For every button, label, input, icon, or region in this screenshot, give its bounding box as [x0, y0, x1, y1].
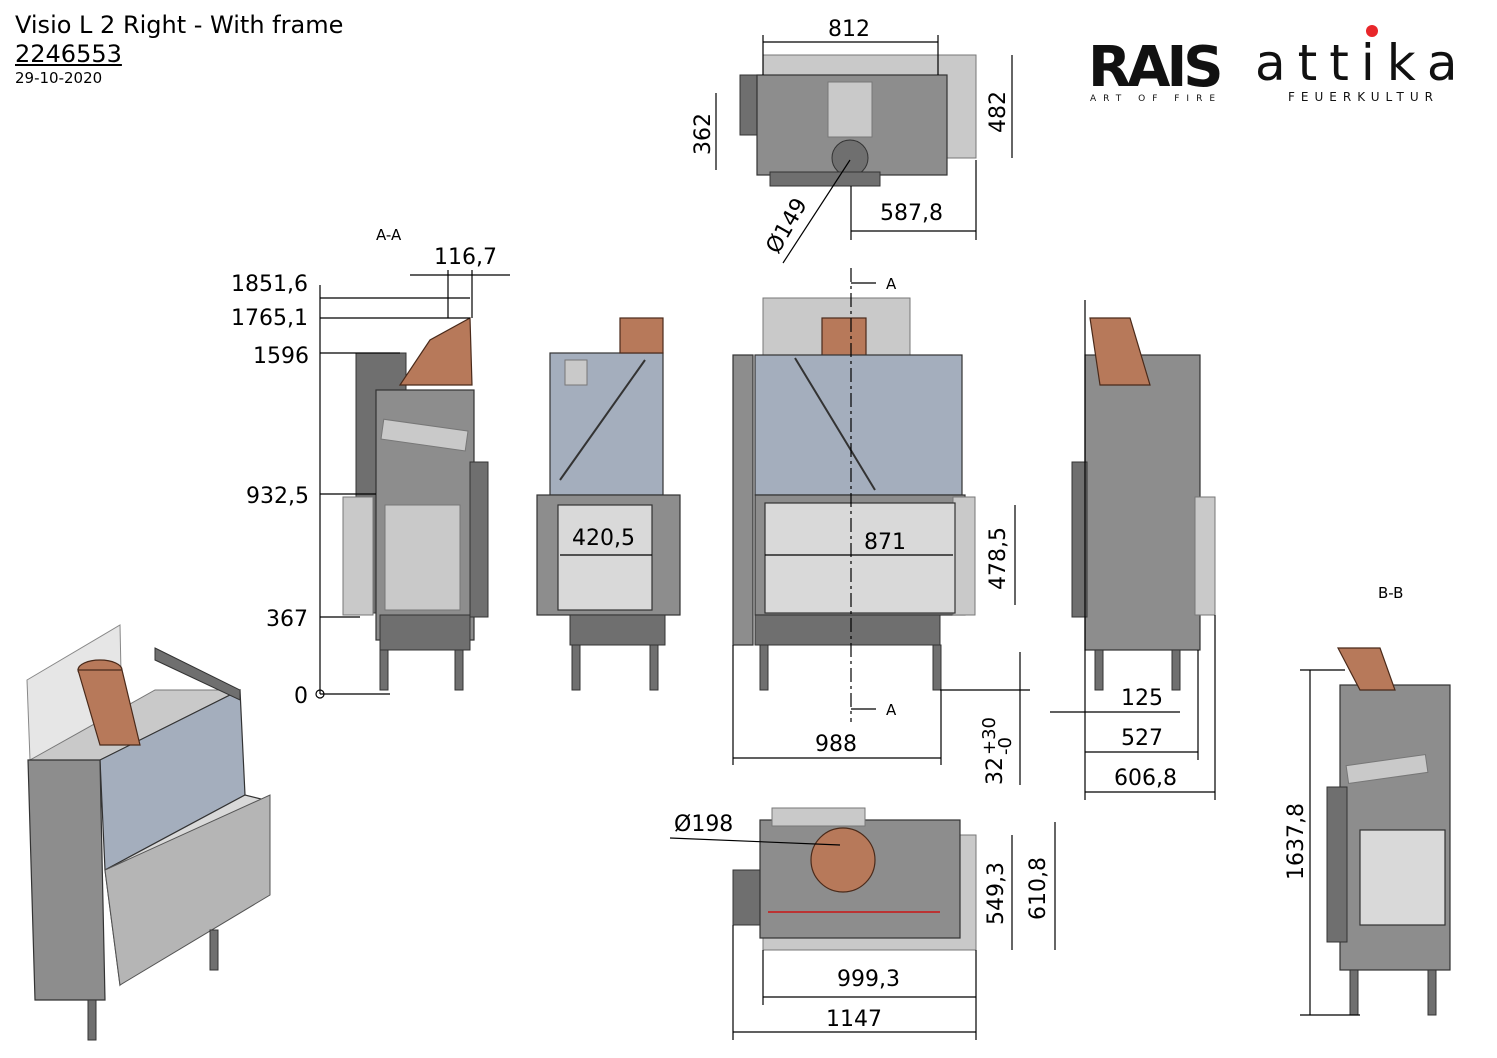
top-view	[715, 35, 1013, 264]
dim-top-side: 362	[691, 113, 716, 155]
dim-bottom-width1: 999,3	[837, 967, 900, 992]
dim-top-depth: 482	[986, 91, 1011, 133]
section-aa-label: A-A	[376, 226, 402, 244]
dim-window-height: 478,5	[986, 527, 1011, 590]
dim-leg-tolerance: +30-0	[979, 717, 1016, 755]
dim-height-932: 932,5	[246, 484, 309, 509]
dim-bottom-depth1: 549,3	[984, 862, 1009, 925]
dim-aa-offset: 116,7	[434, 245, 497, 270]
dim-side-125: 125	[1121, 686, 1163, 711]
bottom-view	[669, 807, 1056, 1040]
dim-left-window: 420,5	[572, 526, 635, 551]
drawing-number: 2246553	[15, 40, 122, 68]
dim-flue-149: Ø149	[762, 194, 813, 258]
dim-bottom-depth2: 610,8	[1026, 857, 1051, 920]
rais-attika-logo: RAIS attika ART OF FIRE FEUERKULTUR	[1088, 25, 1469, 104]
section-aa-view	[315, 270, 510, 699]
logo-attika: attika	[1255, 34, 1469, 92]
section-mark-a-top: A	[886, 275, 897, 293]
logo-dot	[1366, 25, 1378, 37]
dim-flue-198: Ø198	[674, 812, 733, 837]
dim-side-606: 606,8	[1114, 766, 1177, 791]
dim-top-offset: 587,8	[880, 201, 943, 226]
drawing-title: Visio L 2 Right - With frame	[15, 11, 344, 39]
dim-bottom-width2: 1147	[826, 1007, 882, 1032]
isometric-view	[26, 624, 271, 1041]
logo-rais: RAIS	[1088, 35, 1220, 100]
section-bb-view	[1300, 647, 1451, 1016]
dim-height-1851: 1851,6	[231, 272, 308, 297]
right-side-view	[1050, 300, 1216, 800]
section-bb-label: B-B	[1378, 584, 1403, 602]
dim-height-1596: 1596	[253, 344, 309, 369]
logo-tagline-1: ART OF FIRE	[1090, 94, 1222, 104]
front-view	[732, 268, 1030, 785]
dim-front-width: 988	[815, 732, 857, 757]
dim-side-527: 527	[1121, 726, 1163, 751]
title-block: Visio L 2 Right - With frame 2246553 29-…	[15, 10, 343, 88]
dim-bb-height: 1637,8	[1284, 803, 1309, 880]
dim-height-1765: 1765,1	[231, 306, 308, 331]
section-mark-a-bottom: A	[886, 701, 897, 719]
logo-tagline-2: FEUERKULTUR	[1288, 90, 1439, 104]
dim-height-367: 367	[266, 607, 308, 632]
dim-height-0: 0	[294, 684, 308, 709]
dim-window-width: 871	[864, 530, 906, 555]
drawing-date: 29-10-2020	[15, 69, 103, 87]
left-side-view	[536, 317, 681, 691]
dim-top-width: 812	[828, 17, 870, 42]
dim-leg-height: 32	[983, 757, 1008, 785]
